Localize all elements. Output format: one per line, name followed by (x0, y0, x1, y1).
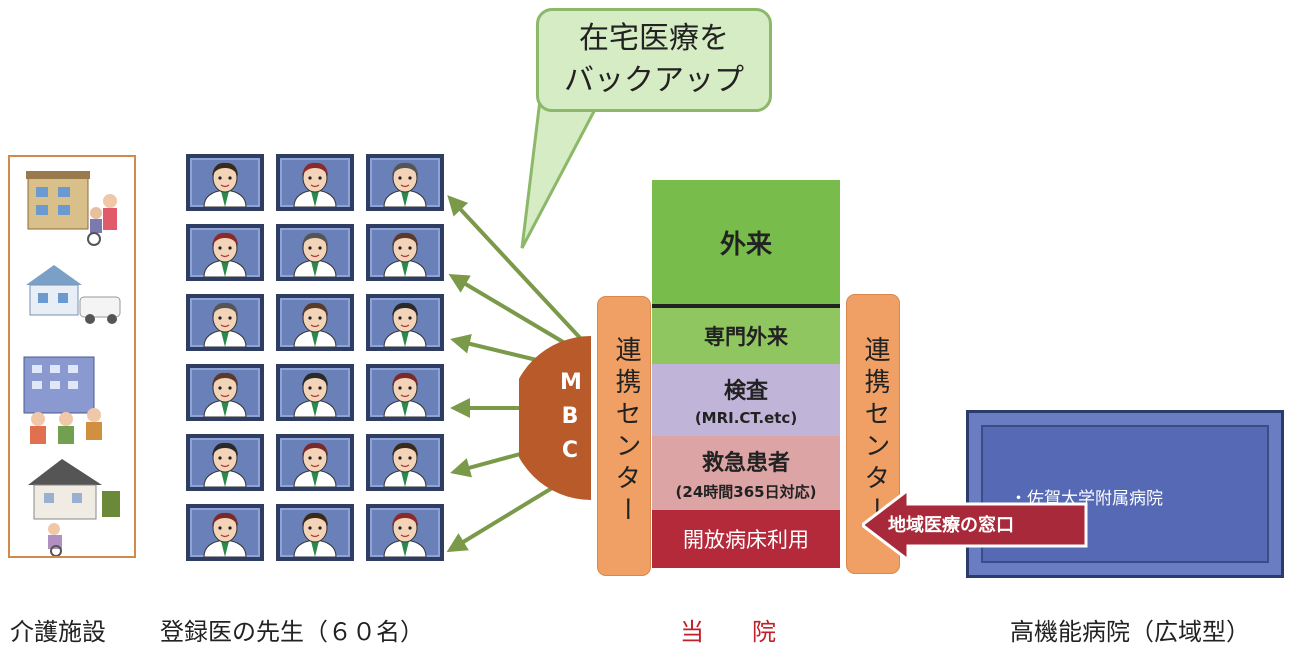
examination-label: 検査 (723, 379, 768, 404)
mbc-badge (519, 336, 591, 500)
regional-window-arrow (862, 488, 1088, 562)
specialty-outpatient-block: 専門外来 (652, 308, 840, 364)
emergency-label: 救急患者 (701, 450, 790, 476)
doctor-portrait-icon (366, 224, 444, 281)
regional-window-label: 地域医療の窓口 (888, 515, 1014, 536)
doctor-portrait-icon (366, 434, 444, 491)
open-bed-label: 開放病床利用 (683, 528, 809, 552)
doctor-portrait-icon (186, 224, 264, 281)
liaison-center-left-label: 連携センター (611, 336, 641, 528)
arrow-right-icon (448, 273, 582, 354)
doctor-portrait-icon (186, 434, 264, 491)
examination-sub-label: (MRI.CT.etc) (694, 409, 798, 427)
doctor-portrait-icon (276, 224, 354, 281)
university-hospital-box (966, 410, 1284, 578)
doctor-portrait-icon (366, 294, 444, 351)
doctor-portrait-icon (276, 434, 354, 491)
outpatient-label: 外来 (719, 229, 772, 260)
advanced-hospital-caption: 高機能病院（広域型） (1010, 618, 1250, 646)
bubble-line-2: バックアップ (564, 63, 744, 98)
doctor-portrait-icon (186, 294, 264, 351)
emergency-sub-label: (24時間365日対応) (675, 482, 817, 501)
nursing-facility-icon (23, 171, 121, 557)
liaison-center-right-label: 連携センター (860, 336, 890, 528)
doctor-portrait-icon (186, 364, 264, 421)
mbc-letter-c: C (561, 438, 579, 463)
examination-block: 検査 (MRI.CT.etc) (652, 364, 840, 436)
doctor-portrait-icon (186, 154, 264, 211)
speech-bubble: 在宅医療を バックアップ (536, 8, 772, 112)
nursing-facilities-panel (8, 155, 136, 558)
emergency-block: 救急患者 (24時間365日対応) (652, 436, 840, 510)
liaison-center-left (597, 296, 651, 576)
doctor-portrait-icon (186, 504, 264, 561)
doctor-portrait-icon (366, 364, 444, 421)
doctor-portrait-icon (366, 154, 444, 211)
doctor-portrait-icon (276, 154, 354, 211)
doctor-portrait-icon (366, 504, 444, 561)
bubble-tail (520, 100, 602, 249)
mbc-letter-b: B (561, 404, 579, 429)
arrow-right-icon (447, 195, 584, 342)
our-hospital-caption: 当 院 (680, 618, 776, 646)
doctor-portrait-icon (276, 364, 354, 421)
bubble-line-1: 在宅医療を (579, 21, 729, 56)
open-bed-block: 開放病床利用 (652, 510, 840, 568)
care-facility-caption: 介護施設 (10, 618, 106, 646)
arrow-right-icon (446, 480, 564, 553)
outpatient-block: 外来 (652, 180, 840, 308)
specialty-outpatient-label: 専門外来 (704, 325, 788, 349)
doctor-portrait-icon (276, 294, 354, 351)
doctor-portrait-icon (276, 504, 354, 561)
mbc-letter-m: M (560, 370, 582, 395)
registered-doctors-caption: 登録医の先生（６０名） (160, 618, 424, 646)
